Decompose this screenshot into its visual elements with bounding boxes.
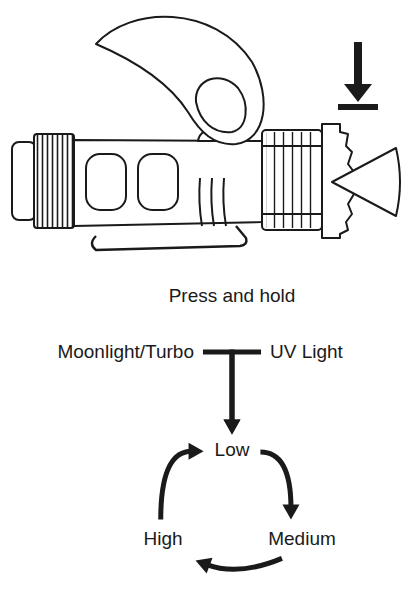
arrow-line [260,452,291,508]
mode-label: Low [212,437,253,464]
flow-arrow [196,558,282,574]
mode-text: Moonlight/Turbo [57,341,194,364]
press-arrow [338,42,378,110]
arrow-head [223,420,240,435]
flow-arrow [203,352,240,435]
arrow-line [161,451,192,519]
mode-label: Moonlight/Turbo [54,339,197,366]
flashlight-body [12,17,400,250]
arrow-head [223,420,240,435]
mode-text: High [143,528,182,551]
arrow-head [282,505,299,520]
mode-text: Medium [268,528,336,551]
mode-label: Medium [265,526,339,553]
arrow-head [189,443,204,460]
arrow-line [232,352,261,423]
mode-text: UV Light [270,341,343,364]
flow-arrow [260,452,299,520]
flow-arrow [161,443,204,520]
mode-label: UV Light [267,339,346,366]
flow-arrow [223,352,261,435]
instruction-label: Press and hold [167,285,298,308]
mode-label: High [140,526,185,553]
arrow-head [196,558,213,574]
arrow-line [207,558,282,569]
mode-text: Low [215,439,250,462]
arrow-line [203,352,232,423]
